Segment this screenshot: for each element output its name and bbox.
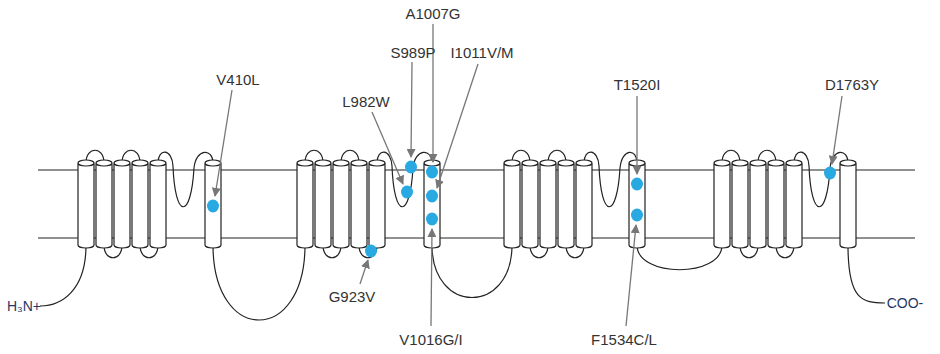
leader-arrow xyxy=(215,24,842,326)
mutation-label: S989P xyxy=(390,45,435,60)
mutation-label: L982W xyxy=(342,94,390,109)
mutation-label: T1520I xyxy=(614,77,661,92)
mutation-label: V1016G/I xyxy=(399,332,462,347)
mutation-label: I1011V/M xyxy=(450,45,513,60)
mutation-label: D1763Y xyxy=(825,77,879,92)
mutation-label: G923V xyxy=(329,289,376,304)
terminus-label: COO- xyxy=(887,296,924,310)
mutation-label: V410L xyxy=(216,72,259,87)
mutation-label: F1534C/L xyxy=(591,332,657,347)
helix-cylinder xyxy=(78,160,856,248)
terminus-label: H₃N+ xyxy=(7,299,41,313)
loop-path xyxy=(40,150,885,320)
mutation-label: A1007G xyxy=(405,6,460,21)
mutation-dot xyxy=(207,161,836,258)
